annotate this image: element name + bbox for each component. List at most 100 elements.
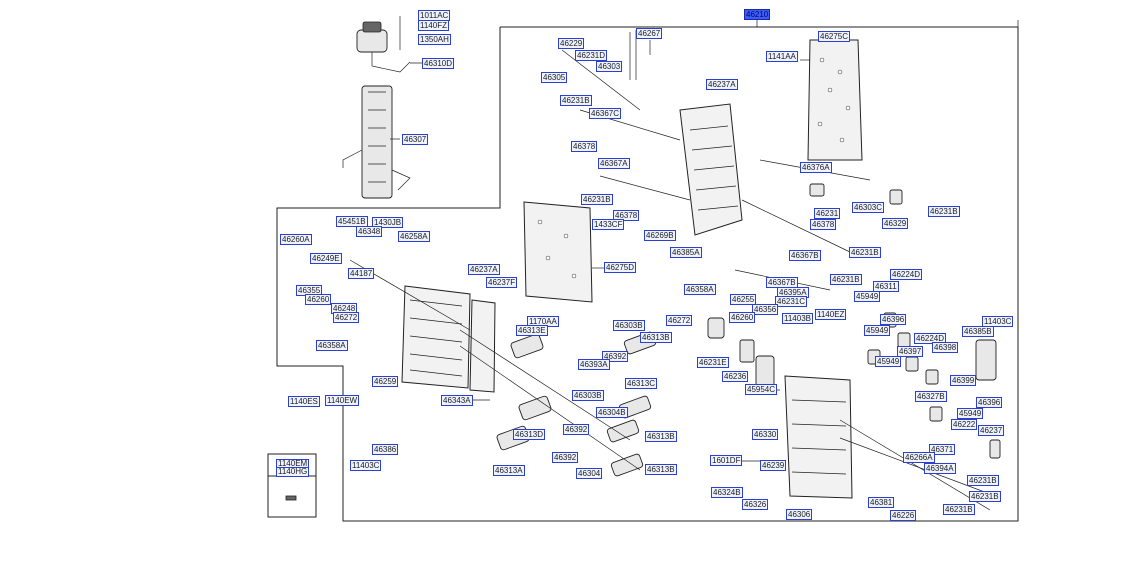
- part-label-46367A[interactable]: 46367A: [598, 158, 630, 169]
- part-label-46348[interactable]: 46348: [356, 226, 383, 237]
- part-label-46310D[interactable]: 46310D: [422, 58, 455, 69]
- part-label-46272-1[interactable]: 46272: [333, 312, 360, 323]
- part-label-1140FZ[interactable]: 1140FZ: [418, 20, 449, 31]
- part-label-46231B-8[interactable]: 46231B: [943, 504, 975, 515]
- part-label-45949-4[interactable]: 45949: [957, 408, 984, 419]
- part-label-46303B-2[interactable]: 46303B: [572, 390, 604, 401]
- part-label-45451B[interactable]: 45451B: [336, 216, 368, 227]
- part-label-46386[interactable]: 46386: [372, 444, 399, 455]
- part-label-46367C[interactable]: 46367C: [589, 108, 622, 119]
- part-label-46237A-mid[interactable]: 46237A: [468, 264, 500, 275]
- part-label-46275D[interactable]: 46275D: [604, 262, 637, 273]
- part-label-46231C[interactable]: 46231C: [775, 296, 808, 307]
- part-label-11403C-2[interactable]: 11403C: [350, 460, 382, 471]
- part-label-1140ES[interactable]: 1140ES: [288, 396, 320, 407]
- part-label-46376A[interactable]: 46376A: [800, 162, 832, 173]
- part-label-46231D[interactable]: 46231D: [575, 50, 608, 61]
- part-label-46381[interactable]: 46381: [868, 497, 895, 508]
- part-label-46231B-2[interactable]: 46231B: [581, 194, 613, 205]
- part-label-46313B-2[interactable]: 46313B: [645, 431, 677, 442]
- part-label-46231B-3[interactable]: 46231B: [928, 206, 960, 217]
- part-label-46231[interactable]: 46231: [814, 208, 841, 219]
- part-label-46303[interactable]: 46303: [596, 61, 623, 72]
- part-label-46269B[interactable]: 46269B: [644, 230, 676, 241]
- part-label-46397[interactable]: 46397: [897, 346, 924, 357]
- part-label-46313D[interactable]: 46313D: [513, 429, 546, 440]
- part-label-45949-3[interactable]: 45949: [875, 356, 902, 367]
- part-label-46266A[interactable]: 46266A: [903, 452, 935, 463]
- part-label-1601DF[interactable]: 1601DF: [710, 455, 743, 466]
- part-label-46249E[interactable]: 46249E: [310, 253, 342, 264]
- part-label-46210[interactable]: 46210: [744, 9, 771, 20]
- part-label-46306[interactable]: 46306: [786, 509, 813, 520]
- part-label-45949-1[interactable]: 45949: [854, 291, 881, 302]
- part-label-1433CF[interactable]: 1433CF: [592, 219, 625, 230]
- part-label-46367B[interactable]: 46367B: [789, 250, 821, 261]
- part-label-46327B[interactable]: 46327B: [915, 391, 947, 402]
- part-label-46275C[interactable]: 46275C: [818, 31, 851, 42]
- part-label-1140EZ[interactable]: 1140EZ: [815, 309, 847, 320]
- part-label-46378-2[interactable]: 46378: [613, 210, 640, 221]
- part-label-46356[interactable]: 46356: [752, 304, 779, 315]
- part-label-46303C[interactable]: 46303C: [852, 202, 885, 213]
- part-label-46239[interactable]: 46239: [760, 460, 787, 471]
- part-label-46307[interactable]: 46307: [402, 134, 429, 145]
- part-label-46392-3[interactable]: 46392: [552, 452, 579, 463]
- part-label-46392-2[interactable]: 46392: [563, 424, 590, 435]
- part-label-1141AA[interactable]: 1141AA: [766, 51, 798, 62]
- part-label-46231E[interactable]: 46231E: [697, 357, 729, 368]
- part-label-46224D-2[interactable]: 46224D: [914, 333, 947, 344]
- part-label-46272-2[interactable]: 46272: [666, 315, 693, 326]
- part-label-46222[interactable]: 46222: [951, 419, 978, 430]
- part-label-46329[interactable]: 46329: [882, 218, 909, 229]
- part-label-46392-1[interactable]: 46392: [602, 351, 629, 362]
- part-label-46394A[interactable]: 46394A: [924, 463, 956, 474]
- part-label-46378-1[interactable]: 46378: [571, 141, 598, 152]
- part-label-46313B-1[interactable]: 46313B: [640, 332, 672, 343]
- part-label-46358A-1[interactable]: 46358A: [684, 284, 716, 295]
- part-label-46313B-3[interactable]: 46313B: [645, 464, 677, 475]
- part-label-46378-3[interactable]: 46378: [810, 219, 837, 230]
- part-label-1140EW[interactable]: 1140EW: [325, 395, 360, 406]
- part-label-45949-2[interactable]: 45949: [864, 325, 891, 336]
- part-label-46396-1[interactable]: 46396: [880, 314, 907, 325]
- part-label-1140HG[interactable]: 1140HG: [276, 467, 310, 477]
- part-label-46255[interactable]: 46255: [730, 294, 757, 305]
- part-label-46330[interactable]: 46330: [752, 429, 779, 440]
- part-label-46260A[interactable]: 46260A: [280, 234, 312, 245]
- part-label-46231B-1[interactable]: 46231B: [560, 95, 592, 106]
- part-label-46313C[interactable]: 46313C: [625, 378, 658, 389]
- part-label-46237[interactable]: 46237: [978, 425, 1005, 436]
- part-label-46326[interactable]: 46326: [742, 499, 769, 510]
- part-label-46224D[interactable]: 46224D: [890, 269, 923, 280]
- part-label-11403B[interactable]: 11403B: [782, 313, 813, 324]
- part-label-46229[interactable]: 46229: [558, 38, 585, 49]
- part-label-46385A[interactable]: 46385A: [670, 247, 702, 258]
- part-label-45954C[interactable]: 45954C: [745, 384, 778, 395]
- part-label-11403C-1[interactable]: 11403C: [982, 316, 1014, 327]
- part-label-46267[interactable]: 46267: [636, 28, 663, 39]
- part-label-46313A[interactable]: 46313A: [493, 465, 525, 476]
- part-label-46371[interactable]: 46371: [929, 444, 956, 455]
- part-label-46303B-1[interactable]: 46303B: [613, 320, 645, 331]
- part-label-46385B[interactable]: 46385B: [962, 326, 994, 337]
- part-label-46399[interactable]: 46399: [950, 375, 977, 386]
- part-label-46343A[interactable]: 46343A: [441, 395, 473, 406]
- part-label-46324B[interactable]: 46324B: [711, 487, 743, 498]
- part-label-46304B[interactable]: 46304B: [596, 407, 628, 418]
- part-label-46358A-2[interactable]: 46358A: [316, 340, 348, 351]
- part-label-46231B-6[interactable]: 46231B: [967, 475, 999, 486]
- part-label-46226[interactable]: 46226: [890, 510, 917, 521]
- part-label-46305[interactable]: 46305: [541, 72, 568, 83]
- part-label-46259[interactable]: 46259: [372, 376, 399, 387]
- part-label-46231B-7[interactable]: 46231B: [969, 491, 1001, 502]
- part-label-44187[interactable]: 44187: [348, 268, 375, 279]
- part-label-46393A[interactable]: 46393A: [578, 359, 610, 370]
- part-label-46237F[interactable]: 46237F: [486, 277, 518, 288]
- part-label-46396-2[interactable]: 46396: [976, 397, 1003, 408]
- part-label-46231B-4[interactable]: 46231B: [849, 247, 881, 258]
- part-label-46236[interactable]: 46236: [722, 371, 749, 382]
- part-label-1430JB[interactable]: 1430JB: [372, 217, 404, 228]
- part-label-46260-2[interactable]: 46260: [729, 312, 756, 323]
- part-label-1350AH[interactable]: 1350AH: [418, 34, 451, 45]
